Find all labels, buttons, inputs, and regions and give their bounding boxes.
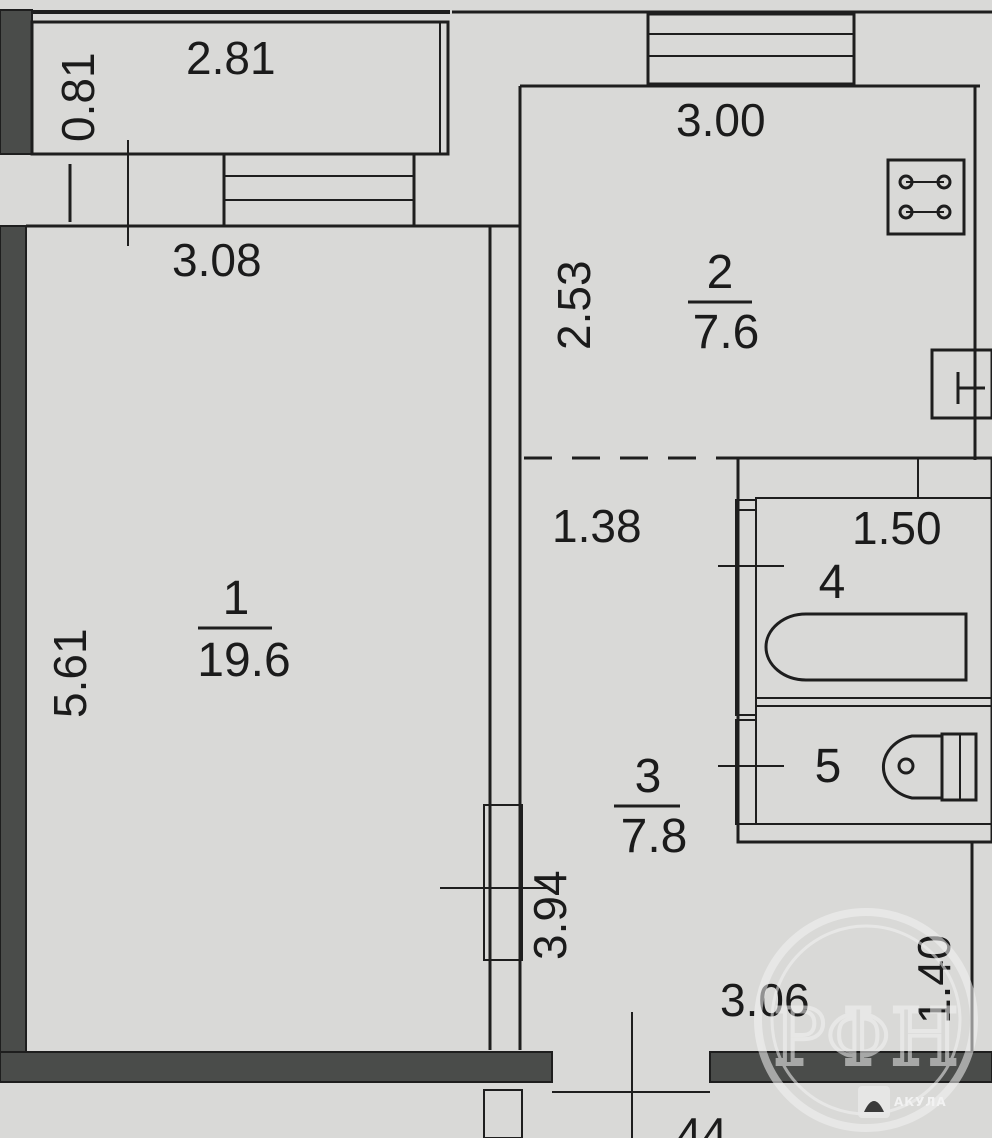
room3-number: 3 — [635, 750, 662, 803]
room1-left-wall — [0, 225, 27, 1057]
dim-balcony-length: 2.81 — [186, 32, 276, 84]
room3-area: 7.8 — [621, 810, 688, 863]
bathtub-icon — [764, 612, 968, 682]
kitchen-window — [646, 12, 856, 86]
watermark-logo-letters: РФН — [773, 993, 958, 1083]
bath-door-frame — [735, 499, 757, 716]
balcony-door — [222, 152, 416, 228]
dim-kitchen-length: 2.53 — [548, 260, 600, 350]
dim-partial-bottom: 44 — [676, 1108, 727, 1138]
watermark-logo: РФН — [754, 908, 978, 1132]
dim-room1-width: 3.08 — [172, 234, 262, 286]
watermark-brand-text: АКУЛА — [894, 1095, 947, 1109]
dim-kitchen-width: 3.00 — [676, 94, 766, 146]
sink-icon — [930, 348, 992, 420]
room2-number: 2 — [707, 246, 734, 299]
balcony-left-wall — [0, 9, 33, 155]
dim-balcony-depth: 0.81 — [52, 52, 104, 142]
bottom-wall-right — [709, 1051, 992, 1083]
room4-number: 4 — [819, 556, 846, 609]
toilet-door-frame — [735, 719, 757, 825]
bottom-wall-left — [0, 1051, 553, 1083]
dim-hall-width-top: 1.38 — [552, 500, 642, 552]
room1-number: 1 — [223, 572, 250, 625]
toilet-icon — [881, 734, 944, 800]
room1-door-frame — [483, 804, 523, 961]
stove-icon — [886, 158, 966, 236]
room2-area: 7.6 — [693, 306, 760, 359]
dim-bath-width: 1.50 — [852, 502, 942, 554]
room1-area: 19.6 — [197, 634, 290, 687]
dim-room1-length: 5.61 — [44, 628, 96, 718]
watermark-brand: АКУЛА — [858, 1086, 947, 1118]
room5-number: 5 — [815, 740, 842, 793]
dim-hall-length: 3.94 — [524, 870, 576, 960]
